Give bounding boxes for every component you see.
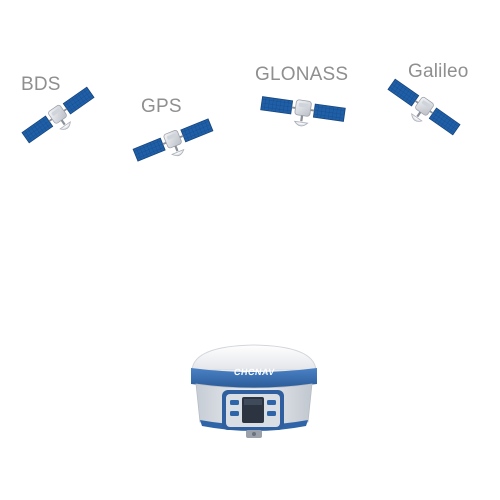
- satellite-label-gps: GPS: [141, 96, 182, 117]
- gnss-receiver-icon: [191, 344, 317, 438]
- satellite-icon: [384, 77, 462, 142]
- satellite-label-glonass: GLONASS: [255, 64, 349, 85]
- satellite-icon: [258, 94, 347, 133]
- receiver-brand-label: CHCNAV: [233, 367, 276, 377]
- satellite-label-bds: BDS: [21, 74, 61, 95]
- satellite-label-galileo: Galileo: [408, 61, 469, 82]
- satellite-icon: [20, 85, 98, 150]
- gnss-receiver: CHCNAV: [188, 340, 320, 444]
- satellite-icon: [131, 116, 215, 170]
